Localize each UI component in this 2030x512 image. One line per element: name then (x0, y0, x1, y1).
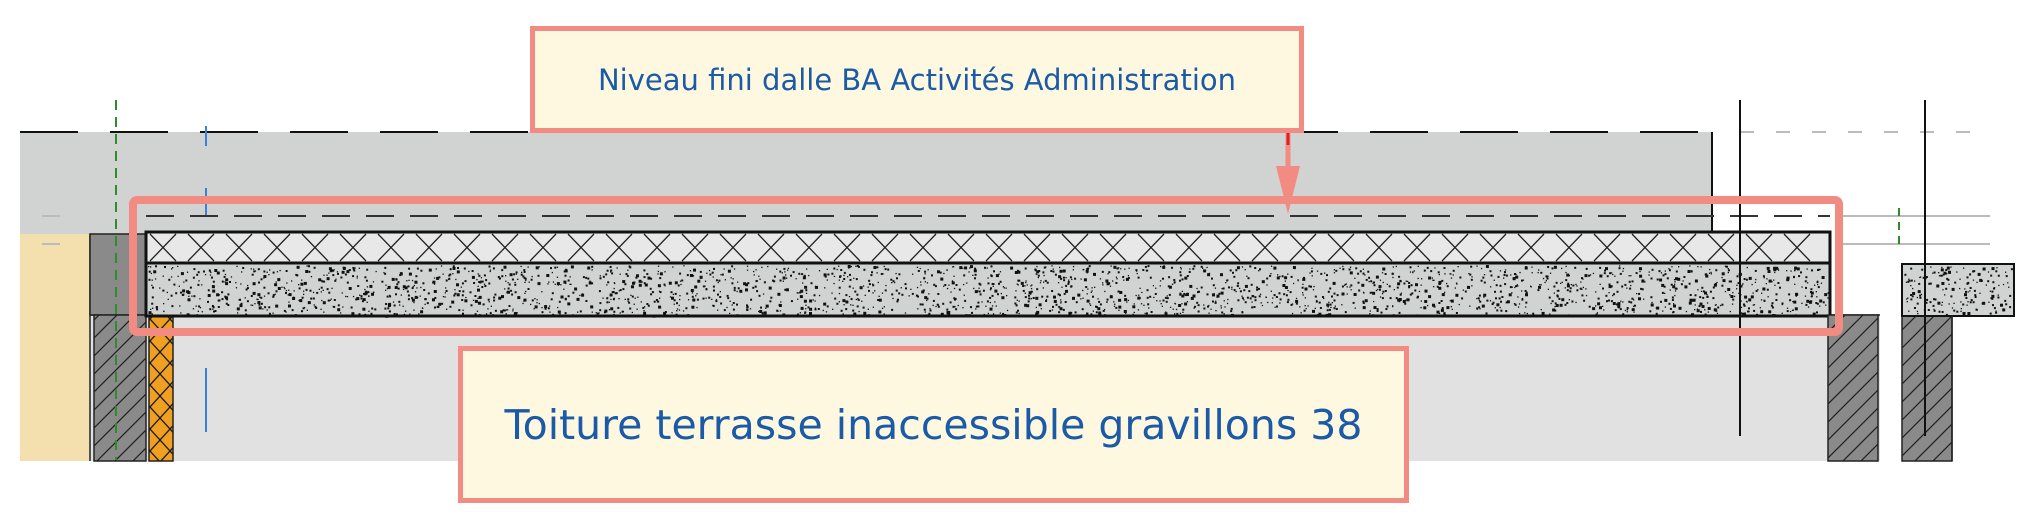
left-wall-upper (89, 233, 147, 316)
level-arrow-head (1276, 166, 1300, 214)
concrete-texture (148, 265, 1830, 318)
level-callout-text: Niveau fini dalle BA Activités Administr… (597, 62, 1236, 97)
roof-highlight-frame (129, 196, 1843, 336)
plaster-finish (20, 234, 90, 461)
concrete-slab (144, 261, 1832, 318)
upper-volume (20, 132, 1712, 234)
right-concrete-texture (1904, 266, 2013, 316)
roof-callout: Toiture terrasse inaccessible gravillons… (458, 346, 1409, 503)
insulation-hatch (149, 233, 1811, 262)
level-callout: Niveau fini dalle BA Activités Administr… (530, 26, 1304, 133)
roof-callout-text: Toiture terrasse inaccessible gravillons… (504, 400, 1363, 449)
